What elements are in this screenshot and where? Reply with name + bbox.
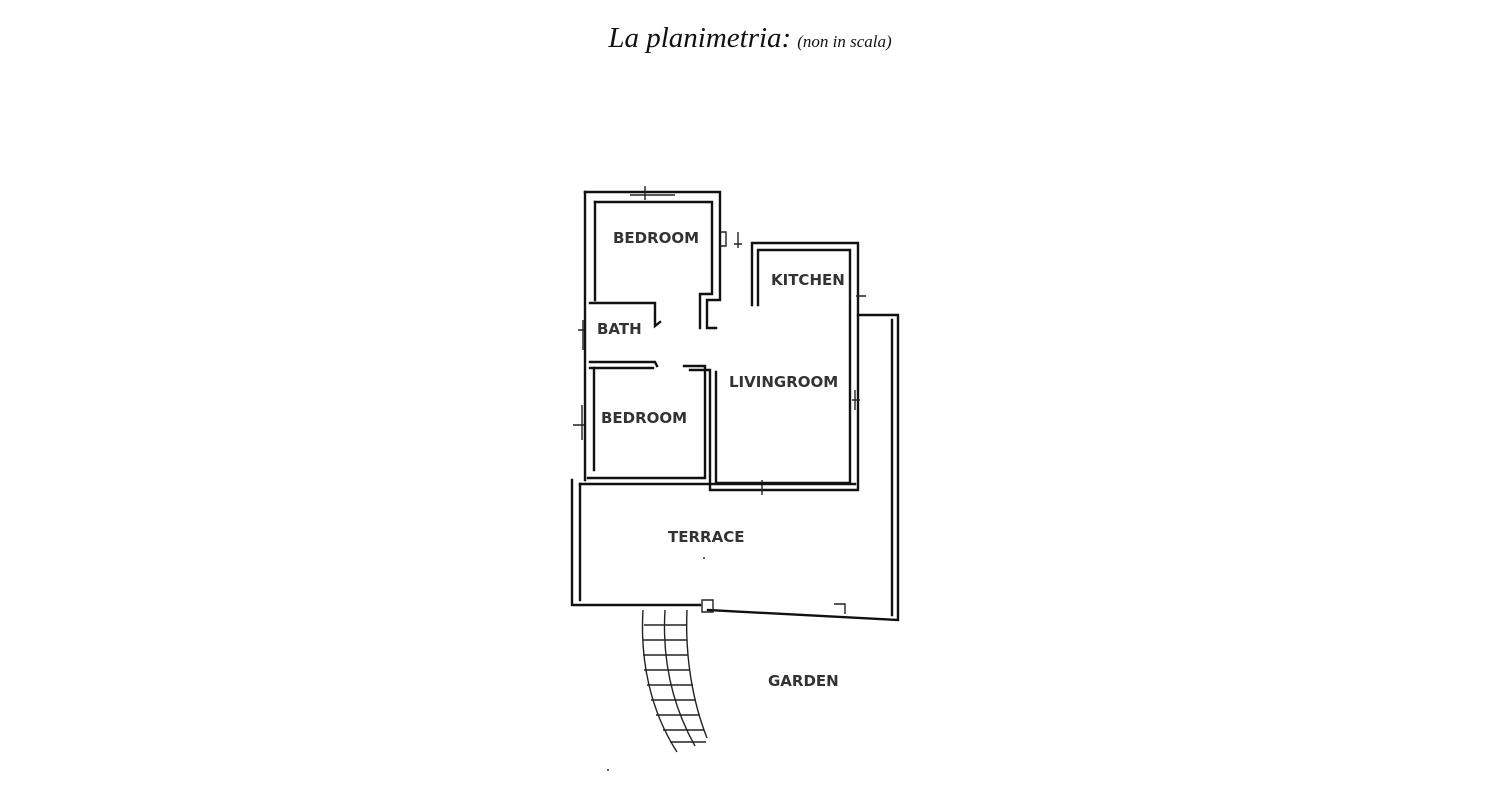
room-label-terrace: TERRACE <box>668 528 744 546</box>
room-label-kitchen: KITCHEN <box>771 271 845 289</box>
room-label-bath: BATH <box>597 320 642 338</box>
title-main: La planimetria: <box>608 22 792 54</box>
room-label-garden: GARDEN <box>768 672 839 690</box>
room-label-bedroom-top: BEDROOM <box>613 229 699 247</box>
title-note: (non in scala) <box>797 32 892 51</box>
room-label-bedroom-bottom: BEDROOM <box>601 409 687 427</box>
page-title: La planimetria: (non in scala) <box>0 22 1500 55</box>
walls <box>570 186 900 771</box>
room-label-livingroom: LIVINGROOM <box>729 373 838 391</box>
